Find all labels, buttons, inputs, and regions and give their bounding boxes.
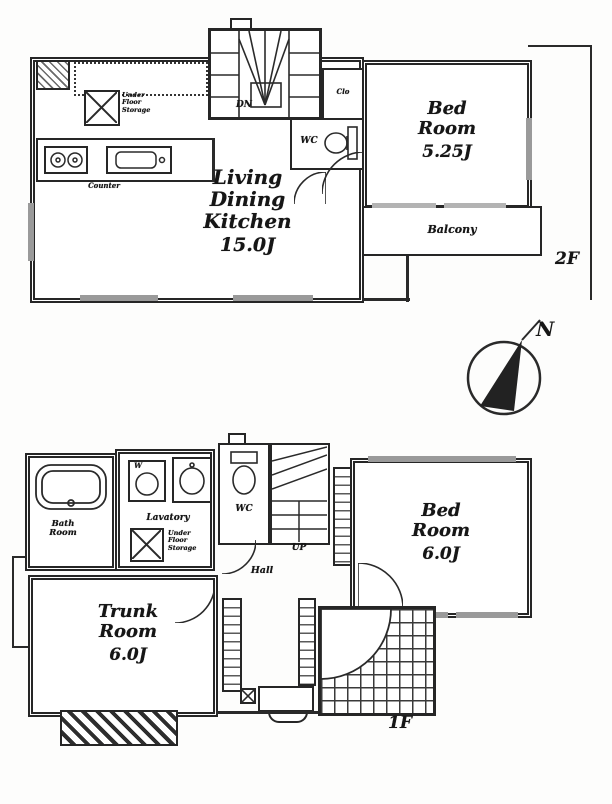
wall-segment xyxy=(212,138,215,182)
bedroom-1f-label: Bed Room 6.0J xyxy=(355,501,527,563)
window xyxy=(28,203,34,261)
balcony: Balcony xyxy=(362,206,542,256)
stove-icon xyxy=(44,146,88,174)
window xyxy=(456,612,518,618)
kitchen-counter xyxy=(36,138,214,182)
window xyxy=(80,295,158,301)
compass-icon: N xyxy=(466,317,555,416)
entrance-porch xyxy=(318,606,436,716)
under-floor-storage-icon xyxy=(84,90,120,126)
room-lavatory: W Lavatory Under Floor Storage xyxy=(115,449,215,571)
washer-icon: W xyxy=(128,460,166,502)
stairs-winder-icon xyxy=(211,31,319,117)
vent-notch xyxy=(230,18,252,30)
floor-label-2f: 2F xyxy=(555,249,579,269)
refrigerator-space-icon xyxy=(74,62,208,96)
shoe-cabinet xyxy=(298,598,316,686)
window xyxy=(526,118,532,180)
door-arc-icon xyxy=(358,563,403,608)
compass-north-label: N xyxy=(535,317,555,341)
hall-label: Hall xyxy=(250,565,274,576)
window xyxy=(233,295,313,301)
outer-boundary-line xyxy=(528,45,592,47)
stairs-down-label: DN xyxy=(235,100,253,110)
room-bathroom: Bath Room xyxy=(25,453,117,571)
outer-boundary-line xyxy=(12,556,14,648)
floor-label-1f: 1F xyxy=(388,713,412,733)
door-arc-icon xyxy=(321,609,392,680)
under-floor-storage-icon xyxy=(240,688,256,704)
lavatory-label: Lavatory xyxy=(146,513,190,523)
sink-icon xyxy=(106,146,172,174)
counter-label: Counter xyxy=(88,181,120,190)
bathroom-label: Bath Room xyxy=(49,519,77,539)
bedroom-2f-size: 5.25J xyxy=(422,141,472,162)
under-floor-storage-icon xyxy=(130,528,164,562)
room-bedroom-1f: Bed Room 6.0J xyxy=(350,458,532,618)
trunk-label: Trunk Room 6.0J xyxy=(73,602,183,664)
outdoor-steps xyxy=(60,710,178,746)
outer-boundary-line xyxy=(12,646,28,648)
outer-boundary-line xyxy=(12,556,28,558)
toilet-icon xyxy=(324,126,358,160)
wc-label: WC xyxy=(235,504,253,514)
door-arc-icon xyxy=(222,540,256,574)
wc-1f: WC xyxy=(218,443,270,545)
ldk-size: 15.0J xyxy=(219,234,276,256)
bathtub-icon xyxy=(35,464,107,510)
bedroom-2f-label: Bed Room 5.25J xyxy=(367,99,527,161)
door-arc-icon xyxy=(322,152,364,194)
staircase-1f xyxy=(270,443,330,545)
stairs-up-label: UP xyxy=(291,543,307,553)
wc-label: WC xyxy=(300,136,318,146)
window xyxy=(368,456,516,462)
ldk-label: Living Dining Kitchen 15.0J xyxy=(175,166,320,256)
closet-2f: Clo xyxy=(322,68,364,122)
toilet-icon xyxy=(230,451,258,495)
staircase-2f xyxy=(208,28,322,120)
stairs-straight-icon xyxy=(272,446,327,542)
door-arc-icon xyxy=(175,583,215,623)
entrance-step xyxy=(258,686,314,712)
door-arc-icon xyxy=(294,172,326,204)
trunk-size: 6.0J xyxy=(109,644,147,665)
under-floor-storage-label: Under Floor Storage xyxy=(168,529,197,552)
wall-segment xyxy=(216,711,322,714)
room-trunk: Trunk Room 6.0J xyxy=(28,575,218,717)
outer-boundary-line xyxy=(590,45,592,300)
wall-segment xyxy=(406,254,409,302)
wall-segment xyxy=(362,298,410,301)
cupboard xyxy=(36,60,70,90)
room-bedroom-2f: Bed Room 5.25J xyxy=(362,60,532,210)
balcony-label: Balcony xyxy=(427,223,477,236)
under-floor-storage-label: Under Floor Storage xyxy=(122,91,151,114)
washer-label: W xyxy=(134,461,142,470)
bedroom-1f-size: 6.0J xyxy=(422,543,460,564)
shoe-cabinet xyxy=(222,598,242,692)
sink-icon xyxy=(172,457,212,503)
wc-2f: WC xyxy=(290,118,364,170)
window xyxy=(372,203,436,208)
window xyxy=(444,203,506,208)
closet-label: Clo xyxy=(336,87,350,96)
